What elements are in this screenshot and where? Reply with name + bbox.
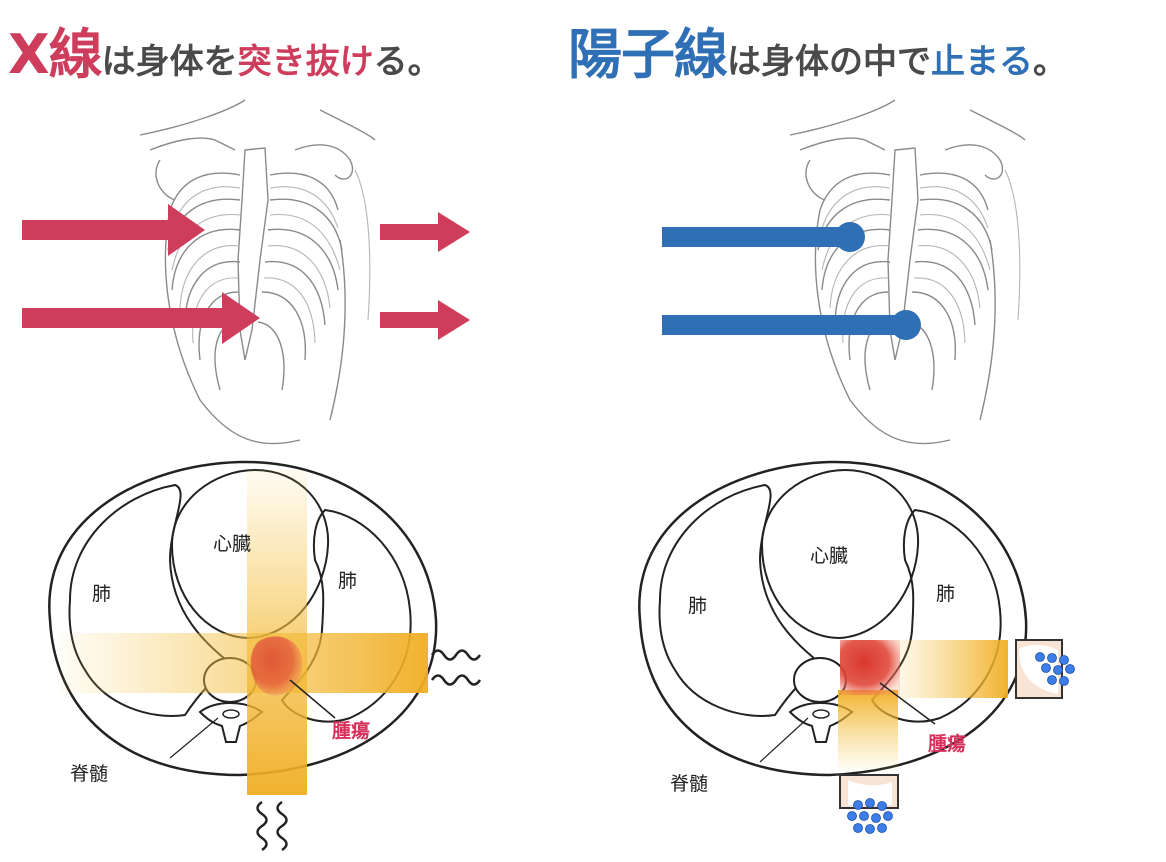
headline-proton: 陽子線は身体の中で止まる。	[568, 10, 1067, 90]
cross-section-right: 心臓 肺 肺 腫瘍 脊髄	[638, 460, 1028, 795]
headline-xray: X線は身体を突き抜ける。	[8, 10, 442, 90]
wave-icon-right	[430, 649, 482, 686]
particle-dots-icon-right	[1015, 639, 1075, 699]
label-spinal-cord-left: 脊髄	[70, 763, 108, 785]
headline-xray-mid: は身体を	[101, 42, 238, 82]
xray-exit-arrow-lower	[380, 300, 470, 340]
proton-beam-horizontal	[890, 640, 1008, 698]
label-tumor-left: 腫瘍	[332, 719, 370, 742]
headline-proton-term: 陽子線	[568, 23, 728, 86]
label-heart-left: 心臓	[213, 533, 251, 555]
wave-icon-bottom	[256, 800, 288, 852]
label-spinal-cord-right: 脊髄	[670, 773, 708, 795]
tumor-right	[840, 640, 900, 695]
particle-dots-icon-bottom	[839, 774, 899, 834]
label-lung-right-right: 肺	[936, 583, 955, 605]
label-lung-left-left: 肺	[92, 583, 111, 605]
label-lung-right-left: 肺	[338, 570, 357, 592]
label-tumor-right: 腫瘍	[928, 732, 966, 755]
ribcage-sketch-left	[139, 99, 376, 445]
headline-proton-accent: 止まる	[931, 42, 1033, 82]
headline-xray-term: X線	[8, 23, 103, 86]
xray-arrow-upper	[22, 204, 205, 256]
label-heart-right: 心臓	[810, 545, 848, 567]
xray-exit-arrow-upper	[380, 212, 470, 252]
headline-proton-mid: は身体の中で	[727, 42, 931, 82]
xray-beam-horizontal	[60, 633, 428, 693]
label-lung-left-right: 肺	[688, 595, 707, 617]
headline-xray-accent: 突き抜け	[237, 42, 374, 82]
cross-section-left: 心臓 肺 肺 腫瘍 脊髄	[48, 460, 482, 852]
headline-xray-end: る。	[373, 42, 442, 82]
proton-beam-vertical	[838, 690, 898, 770]
proton-beam-lower	[662, 310, 921, 340]
xray-arrow-lower	[22, 292, 260, 344]
proton-beam-upper	[662, 222, 865, 252]
xray-beam-vertical	[247, 470, 307, 795]
headline-proton-end: 。	[1033, 42, 1067, 82]
ribcage-sketch-right	[789, 99, 1026, 445]
tumor-left	[250, 636, 303, 696]
